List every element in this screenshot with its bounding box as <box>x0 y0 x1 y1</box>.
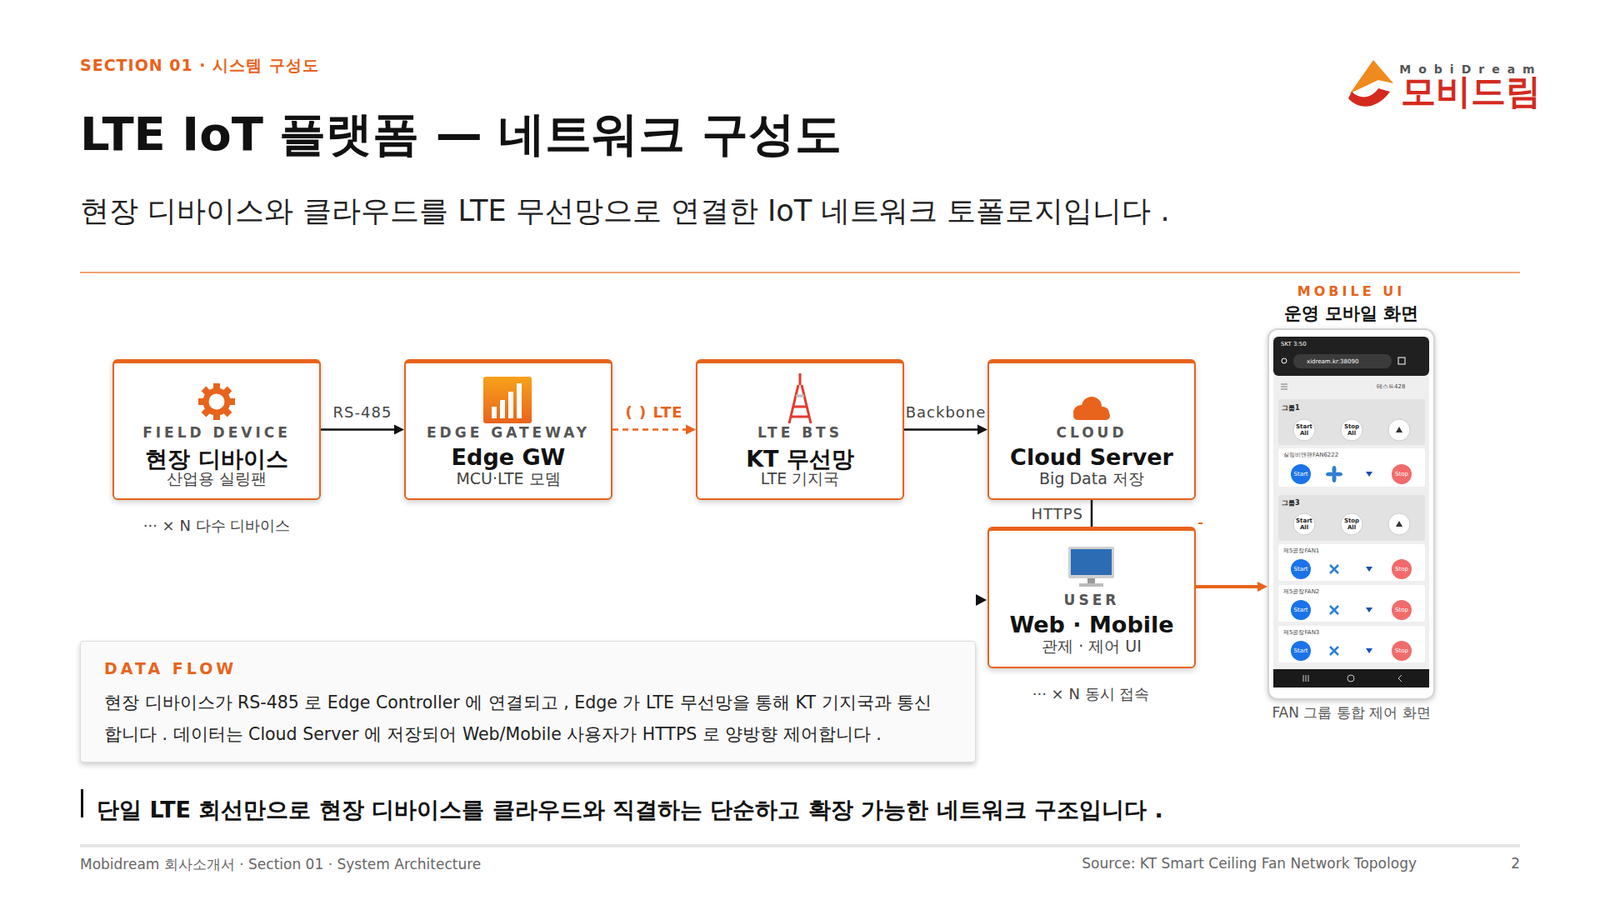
group-name: 그룹3 <box>1281 498 1300 508</box>
connector-arrow <box>904 425 988 435</box>
multiplicity-note: ··· × N 동시 접속 <box>1032 684 1150 705</box>
connector-arrow <box>1091 500 1093 527</box>
node-subtitle: MCU·LTE 모뎀 <box>397 468 620 490</box>
connector-line <box>1090 500 1094 527</box>
phone-kicker: MOBILE UI <box>1202 283 1500 300</box>
panel-heading: DATA FLOW <box>104 659 237 678</box>
footer-rule <box>80 844 1520 848</box>
group-name: 그룹1 <box>1281 403 1300 413</box>
account-text: 테스트428 <box>1376 382 1405 391</box>
panel-body-text: 현장 디바이스가 RS-485 로 Edge Controller 에 연결되고… <box>104 686 946 750</box>
stray-arrowhead <box>975 594 987 606</box>
connector-label: RS-485 <box>333 402 393 420</box>
button-text: Start All <box>1295 517 1314 531</box>
connector-line <box>1195 585 1260 589</box>
stray-dash <box>1198 522 1203 525</box>
connector-line <box>612 428 688 431</box>
button-text: Stop <box>1395 565 1409 573</box>
status-text: SKT 3:50 <box>1280 340 1307 348</box>
button-text: Stop <box>1395 606 1409 614</box>
header-rule <box>80 271 1520 274</box>
arrow-head <box>977 425 988 435</box>
arrow-head <box>685 425 696 435</box>
logo-swoosh <box>1348 60 1394 107</box>
button-text: Start <box>1293 647 1308 655</box>
arrow-head <box>394 425 405 435</box>
connector-label: Backbone <box>905 402 987 420</box>
button-text: Start <box>1293 606 1308 614</box>
node-kicker: USER <box>980 591 1203 609</box>
slide-subtitle: 현장 디바이스와 클라우드를 LTE 무선망으로 연결한 IoT 네트워크 토폴… <box>80 191 1170 231</box>
process-box: FIELD DEVICE현장 디바이스산업용 실링팬 <box>112 359 321 500</box>
node-kicker: LTE BTS <box>689 424 911 441</box>
note-panel: DATA FLOW 현장 디바이스가 RS-485 로 Edge Controll… <box>80 640 976 763</box>
connector-arrow <box>612 425 696 435</box>
multiplicity-note: ··· × N 다수 디바이스 <box>143 515 291 536</box>
button-text: Stop <box>1395 647 1409 655</box>
node-subtitle: 관제 · 제어 UI <box>980 635 1203 658</box>
connector-label: ( ) LTE <box>625 402 683 420</box>
slide-title: LTE IoT 플랫폼 — 네트워크 구성도 <box>80 103 842 167</box>
process-box: EDGE GATEWAYEdge GWMCU·LTE 모뎀 <box>404 359 613 500</box>
button-text: Stop All <box>1342 517 1361 531</box>
phone-caption: FAN 그룹 통합 제어 화면 <box>1202 703 1500 723</box>
phone-heading: 운영 모바일 화면 <box>1202 301 1500 325</box>
key-statement: 단일 LTE 회선만으로 현장 디바이스를 클라우드와 직결하는 단순하고 확장… <box>96 795 1164 825</box>
node-kicker: CLOUD <box>980 424 1203 441</box>
button-text: Stop All <box>1342 423 1361 437</box>
connector-arrow <box>320 425 405 435</box>
node-subtitle: Big Data 저장 <box>980 468 1203 490</box>
source-note: Source: KT Smart Ceiling Fan Network Top… <box>1081 855 1417 872</box>
button-text: Start <box>1293 470 1308 478</box>
arrow-head <box>1257 581 1268 592</box>
node-title: Edge GW <box>397 444 620 470</box>
statement-bar <box>80 789 84 818</box>
connector-line <box>320 428 396 431</box>
button-text: Start All <box>1295 423 1314 437</box>
node-title: Cloud Server <box>980 444 1203 470</box>
node-kicker: EDGE GATEWAY <box>397 424 620 441</box>
fan-name: 제5공장FAN2 <box>1283 587 1320 596</box>
process-box: LTE BTSKT 무선망LTE 기지국 <box>695 359 905 500</box>
logo-wordmark: 모비드림 <box>1400 68 1541 115</box>
fan-name: 제5공장FAN3 <box>1283 628 1320 637</box>
node-subtitle: 산업용 실링팬 <box>105 468 328 490</box>
phone-mockup: MOBILE UI운영 모바일 화면FAN 그룹 통합 제어 화면 <box>1267 328 1435 700</box>
page-number: 2 <box>1510 855 1520 872</box>
section-label: SECTION 01 · 시스템 구성도 <box>80 55 320 77</box>
fan-name: 제5공장FAN1 <box>1283 546 1320 555</box>
url-text: xidream.kr:38090 <box>1306 358 1359 365</box>
fan-name: 실링비앤팬FAN6222 <box>1283 450 1339 460</box>
node-subtitle: LTE 기지국 <box>689 468 911 490</box>
process-box: USERWeb · Mobile관제 · 제어 UI <box>987 526 1196 669</box>
button-text: Stop <box>1395 470 1409 478</box>
process-box: CLOUDCloud ServerBig Data 저장 <box>987 359 1196 500</box>
node-title: Web · Mobile <box>980 611 1203 638</box>
connector-line <box>904 428 980 431</box>
button-text: Start <box>1293 565 1308 573</box>
connector-arrow <box>1195 581 1268 592</box>
connector-label: HTTPS <box>1031 505 1085 523</box>
footer-text: Mobidream 회사소개서 · Section 01 · System Ar… <box>80 855 481 875</box>
node-kicker: FIELD DEVICE <box>105 424 328 441</box>
